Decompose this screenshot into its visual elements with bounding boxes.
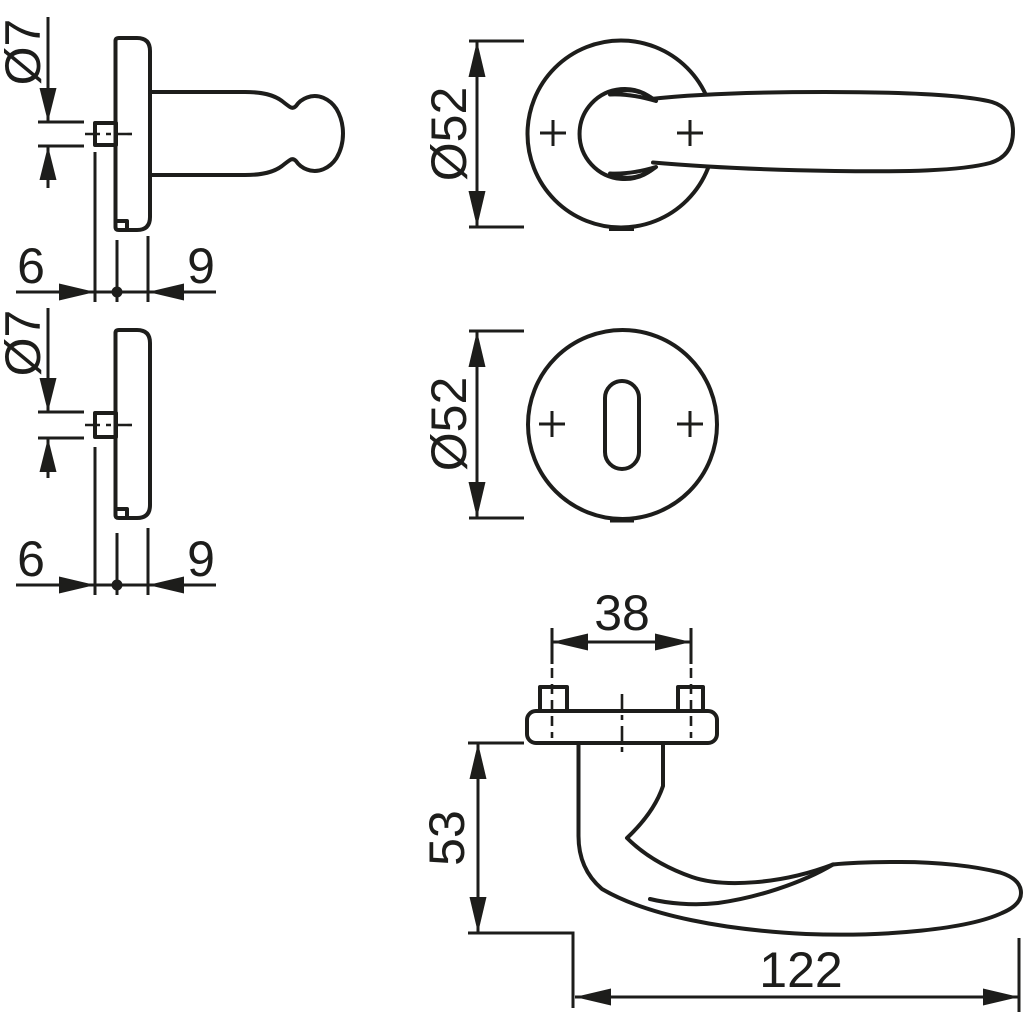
arrowhead-right [655, 633, 691, 651]
reference-dot [111, 579, 123, 591]
screw-mark-left [539, 411, 565, 437]
dim-label-rose-diameter: Ø52 [421, 87, 477, 182]
screw-mark-right [677, 411, 703, 437]
arrowhead-left [148, 576, 184, 594]
arrowhead-down [39, 378, 57, 412]
reference-dot [111, 286, 123, 298]
dim-label-screw-spacing: 38 [594, 585, 650, 641]
view-handle-front: Ø52 [421, 38, 1015, 231]
neck-arc [577, 87, 655, 181]
dim-label-rose-diameter: Ø52 [421, 377, 477, 472]
arrowhead-up [469, 743, 487, 779]
dim-projection: 53 [419, 741, 575, 1008]
screw-mark-right [677, 120, 703, 146]
view-handle-top: 38 53 122 [419, 585, 1023, 1012]
arrowhead-down [39, 88, 57, 122]
lever-outline-top [625, 741, 835, 886]
rose-plate-top [525, 709, 719, 745]
dim-screw-spacing: 38 [550, 585, 693, 664]
arrowhead-down [468, 191, 486, 227]
arrowhead-left [575, 988, 611, 1006]
dim-lever-length: 122 [575, 938, 1021, 1012]
dim-label-setback: 6 [17, 531, 45, 587]
arrowhead-down [468, 482, 486, 518]
dim-label-projection: 53 [419, 810, 475, 866]
arrowhead-down [469, 897, 487, 933]
dim-label-lever-length: 122 [759, 942, 842, 998]
arrowhead-left [552, 633, 588, 651]
dim-handle-rose-diameter: Ø52 [421, 39, 524, 229]
lever-edge-line [648, 862, 835, 907]
dim-label-pin-diameter: Ø7 [0, 19, 51, 86]
neck-fillet-bottom [608, 165, 658, 180]
escutcheon-plate-notch [113, 507, 129, 519]
dim-escutcheon-diameter: Ø52 [421, 329, 524, 520]
escutcheon-plate-side [113, 328, 152, 520]
extension-step-line [468, 931, 575, 1008]
arrowhead-up [468, 331, 486, 367]
dim-label-rose-depth: 9 [187, 531, 215, 587]
screw-post-left [538, 685, 569, 713]
arrowhead-right [59, 576, 95, 594]
lever-outline-bottom [576, 741, 1023, 937]
keyhole [603, 379, 641, 471]
dim-label-pin-diameter: Ø7 [0, 310, 51, 377]
dim-label-setback: 6 [17, 238, 45, 294]
arrowhead-right [983, 988, 1019, 1006]
view-handle-side: Ø7 6 9 [0, 17, 345, 302]
arrowhead-up [39, 438, 57, 472]
lever-grip-side [148, 90, 345, 177]
rose-plate-side [113, 36, 152, 232]
arrowhead-up [468, 41, 486, 77]
arrowhead-right [59, 283, 95, 301]
neck-fillet-top [608, 88, 658, 103]
arrowhead-up [39, 146, 57, 180]
dim-label-rose-depth: 9 [187, 238, 215, 294]
rose-plate-notch [113, 219, 129, 231]
lever-outline [649, 90, 1015, 174]
view-escutcheon-side: Ø7 6 9 [0, 308, 216, 595]
screw-mark-left [540, 120, 566, 146]
dim-escutcheon-6-9: 6 9 [16, 447, 216, 595]
view-escutcheon-front: Ø52 [421, 328, 719, 523]
dim-handle-pin-diameter: Ø7 [0, 17, 84, 188]
arrowhead-left [148, 283, 184, 301]
dim-escutcheon-pin-diameter: Ø7 [0, 308, 84, 478]
dim-handle-6-9: 6 9 [16, 152, 216, 302]
lever-fill [651, 92, 1013, 172]
